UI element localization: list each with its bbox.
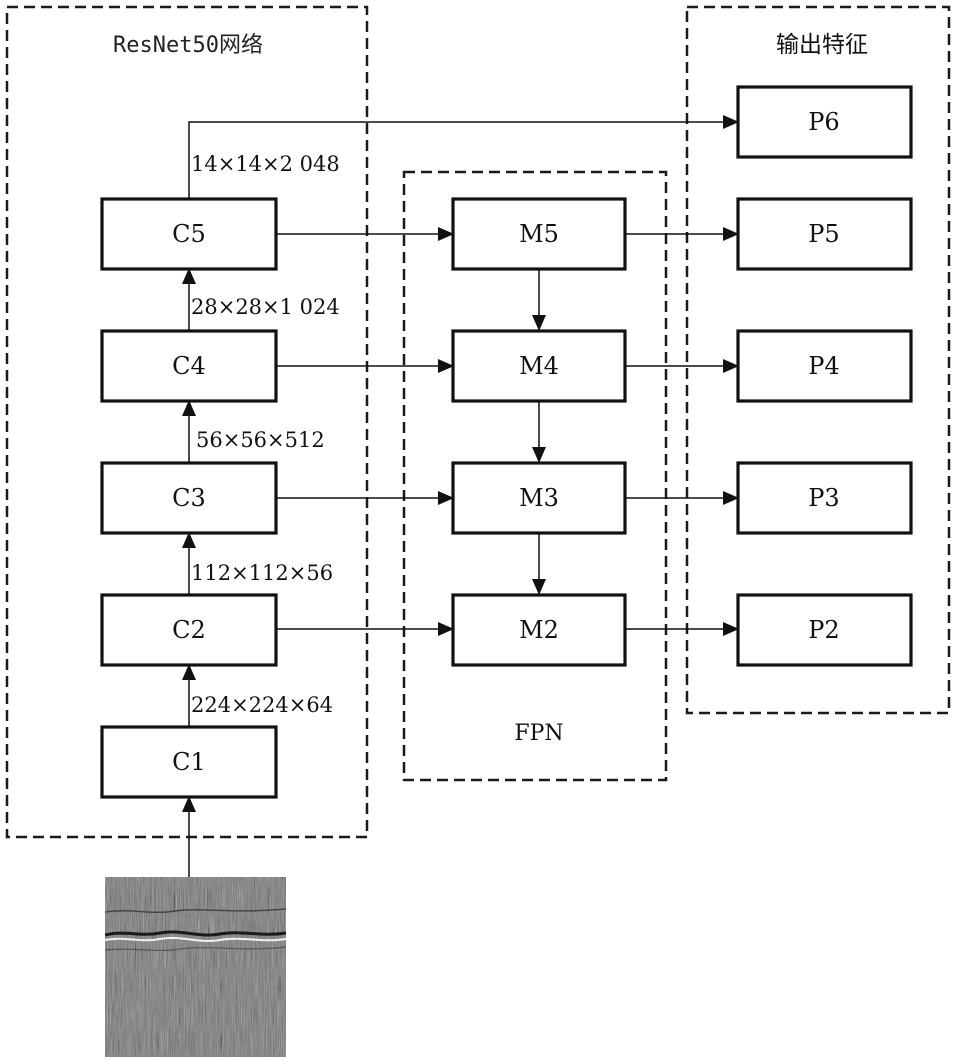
node-c1-label: C1 [172, 748, 206, 776]
dim-label-c3-c4: 56×56×512 [196, 428, 325, 452]
resnet-group-title: ResNet50网络 [113, 33, 263, 58]
node-c4-label: C4 [172, 352, 206, 380]
dim-label-c1-c2: 224×224×64 [191, 693, 333, 717]
node-c5: C5 [100, 197, 278, 271]
node-m4: M4 [451, 329, 627, 403]
node-c5-label: C5 [172, 220, 206, 248]
node-c2: C2 [100, 593, 278, 667]
node-p3-label: P3 [808, 484, 839, 512]
dim-label-c5-p6: 14×14×2 048 [191, 152, 340, 176]
node-m5: M5 [451, 197, 627, 271]
resnet-group-frame [5, 5, 369, 839]
node-m3: M3 [451, 461, 627, 535]
node-m2-label: M2 [519, 616, 559, 644]
node-p2-label: P2 [808, 616, 839, 644]
node-p6: P6 [736, 85, 913, 159]
node-c2-label: C2 [172, 616, 206, 644]
fpn-group-title: FPN [514, 721, 563, 746]
node-p2: P2 [736, 593, 913, 667]
node-p5-label: P5 [808, 220, 839, 248]
outputs-group-frame [685, 5, 951, 715]
edge-c5-p6 [188, 115, 739, 199]
outputs-group-title: 输出特征 [776, 32, 868, 58]
node-m5-label: M5 [519, 220, 559, 248]
node-p6-label: P6 [808, 108, 839, 136]
gpr-scan-image [105, 877, 286, 1057]
dim-label-c4-c5: 28×28×1 024 [191, 295, 340, 319]
node-p4: P4 [736, 329, 913, 403]
node-m2: M2 [451, 593, 627, 667]
node-c1: C1 [100, 725, 278, 799]
node-c4: C4 [100, 329, 278, 403]
node-p4-label: P4 [808, 352, 839, 380]
fpn-group-frame [402, 170, 668, 782]
node-c3: C3 [100, 461, 278, 535]
node-m4-label: M4 [519, 352, 559, 380]
node-p3: P3 [736, 461, 913, 535]
dim-label-c2-c3: 112×112×56 [191, 561, 333, 585]
node-p5: P5 [736, 197, 913, 271]
node-c3-label: C3 [172, 484, 206, 512]
node-m3-label: M3 [519, 484, 559, 512]
